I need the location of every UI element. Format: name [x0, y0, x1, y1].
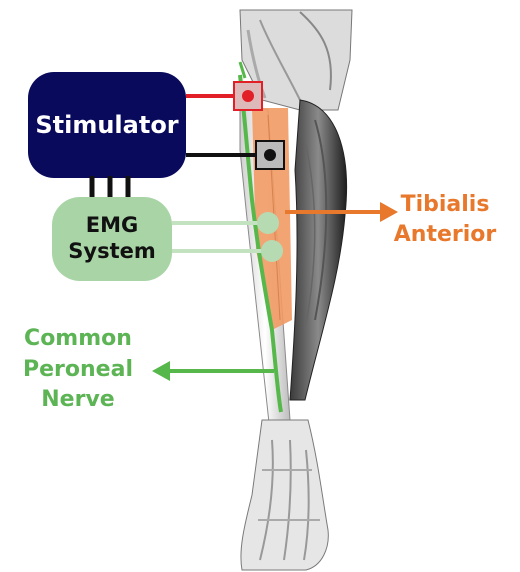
emg-label-line2: System	[68, 239, 155, 263]
black-electrode-dot	[264, 149, 276, 161]
emg-label-line1: EMG	[86, 213, 138, 237]
ankle-foot	[241, 420, 328, 570]
nerve-label-line2: Peroneal	[23, 357, 133, 382]
red-electrode-dot	[242, 90, 254, 102]
calf-muscle	[290, 100, 347, 400]
tibialis-label-line2: Anterior	[394, 222, 497, 247]
nerve-label-line1: Common	[24, 326, 132, 351]
emg-electrode-2	[261, 240, 283, 262]
stimulator-label: Stimulator	[35, 111, 178, 139]
nerve-label-line3: Nerve	[41, 387, 114, 412]
tibialis-label-line1: Tibialis	[401, 192, 490, 217]
emg-electrode-1	[257, 212, 279, 234]
nerve-arrow-head	[152, 361, 170, 381]
tibialis-arrow-head	[380, 202, 398, 222]
